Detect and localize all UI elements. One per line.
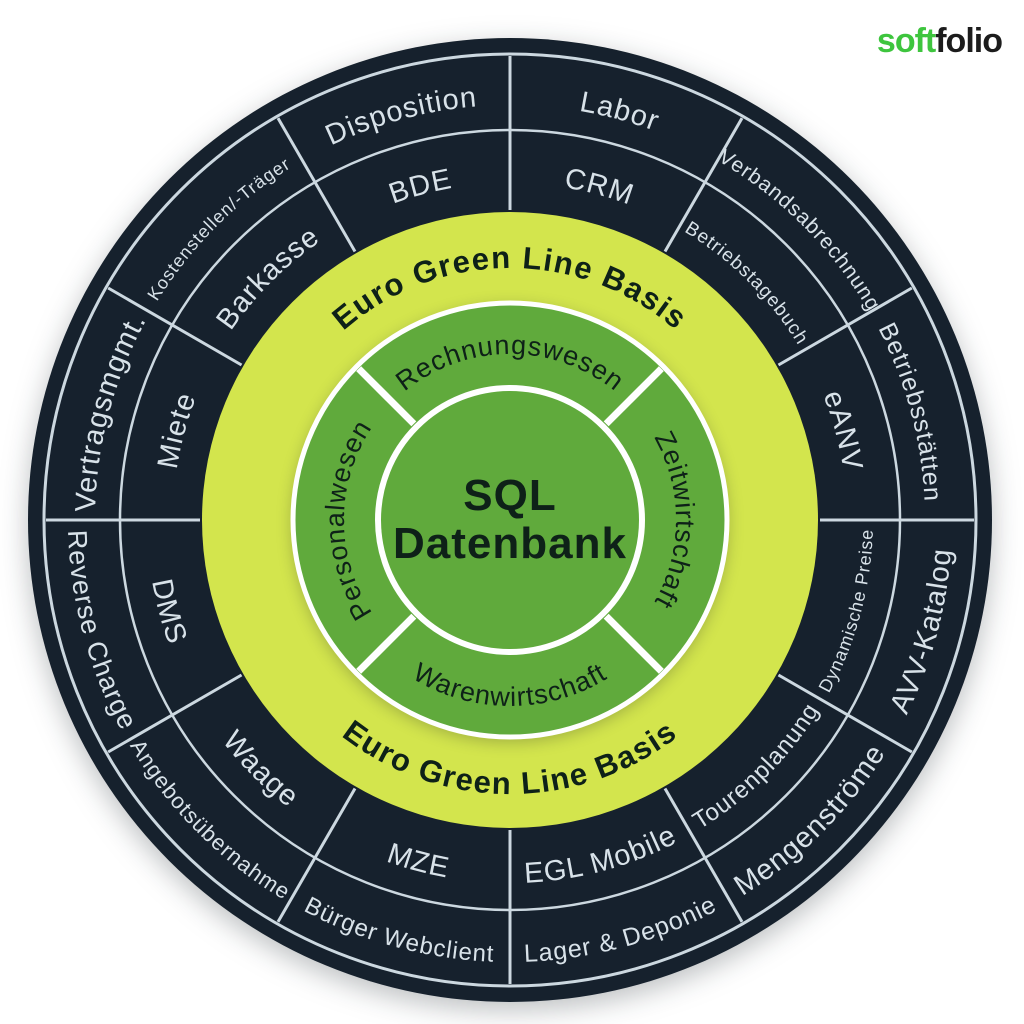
brand-logo-dark-part: folio bbox=[935, 22, 1003, 60]
brand-logo-green-part: soft bbox=[876, 22, 936, 60]
core-sector-divider bbox=[356, 366, 417, 427]
sector-divider bbox=[663, 787, 744, 923]
sector-divider bbox=[276, 117, 357, 253]
sector-divider bbox=[276, 787, 357, 923]
sector-divider bbox=[777, 286, 913, 367]
sector-divider bbox=[107, 673, 243, 754]
core-sector-divider bbox=[356, 613, 417, 674]
core-sector-divider bbox=[603, 613, 664, 674]
outer-ring-border bbox=[42, 52, 978, 988]
sector-divider bbox=[777, 673, 913, 754]
brand-logo: softfolio bbox=[876, 22, 1003, 60]
sector-divider bbox=[663, 117, 744, 253]
core-sector-divider bbox=[603, 366, 664, 427]
sector-divider bbox=[107, 286, 243, 367]
core-center-border bbox=[375, 385, 645, 655]
center-db-title-line1: SQL bbox=[463, 471, 556, 520]
center-db-title-line2: Datenbank bbox=[393, 519, 627, 568]
